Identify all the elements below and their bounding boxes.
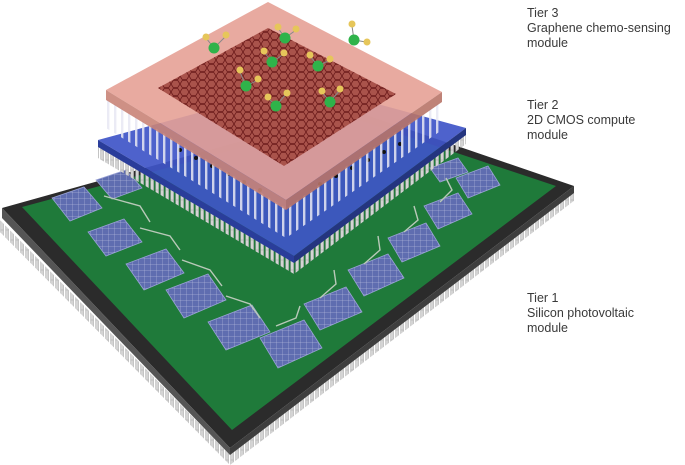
graphene-pillars-right [286,100,442,238]
graphene-pillars-left [106,98,286,238]
pcb-board [22,118,556,430]
molecule [318,85,344,108]
package-pins-left [0,220,230,465]
molecule [202,31,230,54]
solar-cell [125,248,185,291]
graphene-edge-right [286,92,442,210]
solar-cell [423,192,473,230]
solar-cell [429,157,469,183]
molecule [264,89,291,112]
pcb-traces [103,177,453,327]
molecule [260,47,288,68]
solar-cell [165,273,227,319]
solar-cell [51,186,103,222]
graphene-edge-left [106,90,286,210]
graphene-lattice-mesh [158,28,396,166]
molecule [274,23,300,44]
package-side-right [230,186,574,455]
cmos-edge-left [98,140,294,263]
solar-cell [95,169,143,200]
molecule [236,66,262,92]
solar-cell [347,253,405,297]
tier1-label: Tier 1 Silicon photovoltaic module [527,291,635,335]
adsorbed-molecules [202,20,371,112]
molecule [348,20,371,46]
solar-cell [303,286,363,331]
molecule [306,51,334,72]
solar-cell [87,218,143,257]
solar-cell [455,165,501,199]
package-side-left [2,208,230,455]
solar-cells [51,157,501,369]
cmos-pins-left [98,146,294,274]
tier3-label: Tier 3 Graphene chemo-sensing module [527,6,671,50]
solar-cell [387,222,441,263]
solar-cell [207,304,271,351]
solar-cell [259,319,323,369]
tier2-label: Tier 2 2D CMOS compute module [527,98,636,142]
tier1-package [0,110,575,465]
cmos-edge-right [294,128,466,263]
cmos-pins-right [294,132,466,274]
